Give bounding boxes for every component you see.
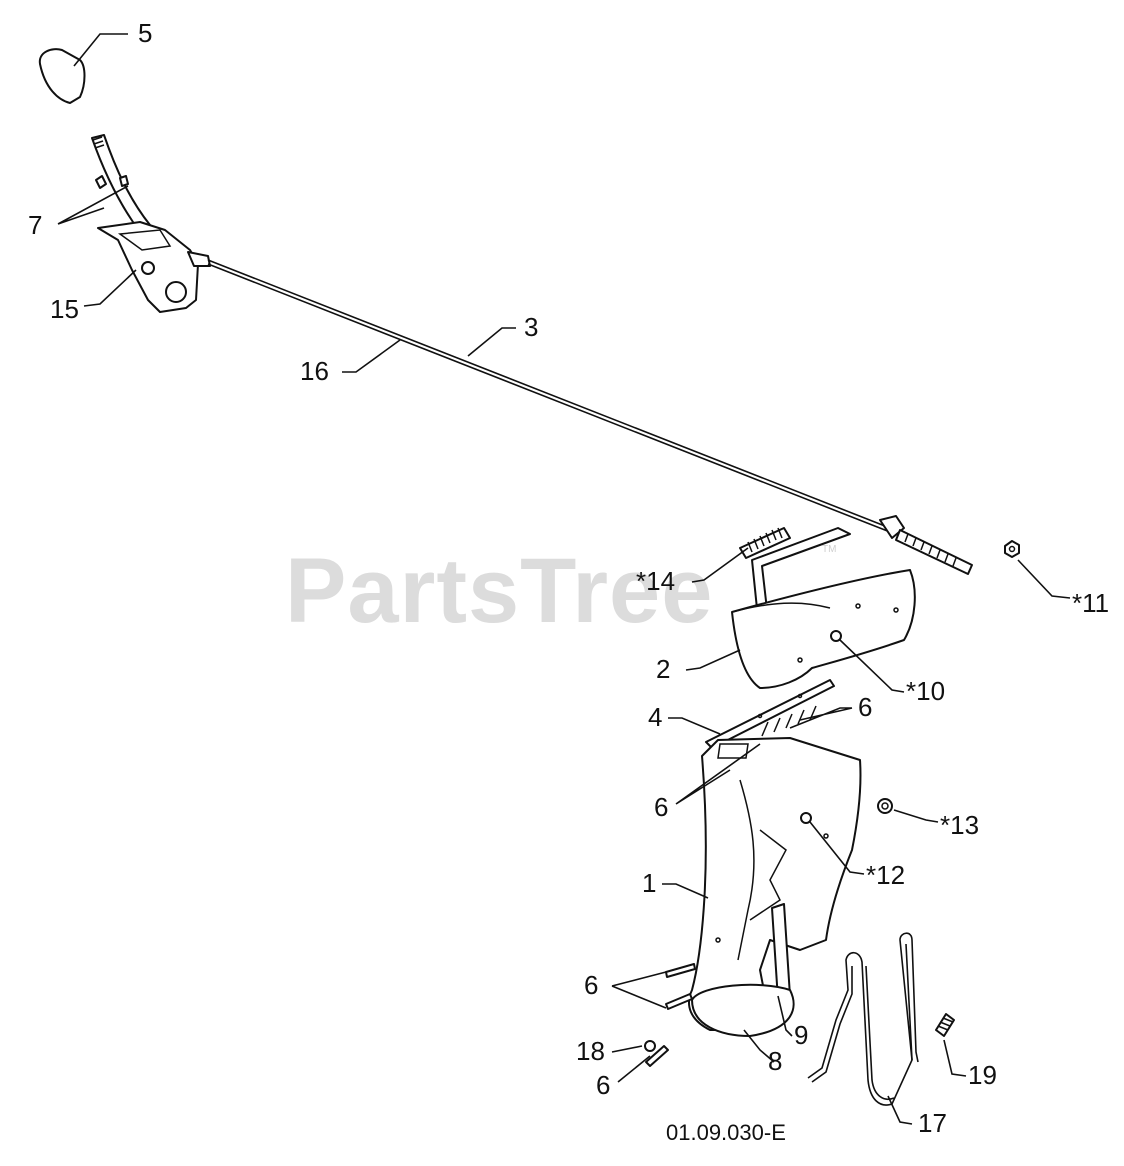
part-strip-4 [705,679,835,749]
callout-4: 4 [648,702,662,732]
callout-2: 2 [656,654,670,684]
drawing-code: 01.09.030-E [666,1120,786,1145]
callout-8: 8 [768,1046,782,1076]
part-nut-13 [877,798,893,814]
callout-12: *12 [866,860,905,890]
callout-6-top: 6 [858,692,872,722]
callout-18: 18 [576,1036,605,1066]
callout-11: *11 [1072,588,1109,618]
callout-6-bottom: 6 [596,1070,610,1100]
callout-6-bolts: 6 [584,970,598,1000]
callout-labels: 5 7 15 16 3 *11 *14 2 *10 4 6 6 *13 *12 … [28,18,1109,1138]
callout-14: *14 [636,566,675,596]
leader-lines [57,33,1071,1125]
part-knob [38,48,86,104]
callout-15: 15 [50,294,79,324]
callout-10: *10 [906,676,945,706]
callout-19: 19 [968,1060,997,1090]
part-nut-11 [1004,540,1020,558]
part-cable [207,259,973,575]
part-control-bracket [97,221,211,313]
watermark-text: PartsTree [285,540,713,642]
callout-5: 5 [138,18,152,48]
watermark: PartsTree TM [285,540,836,642]
part-spring-19 [935,1013,955,1037]
callout-1: 1 [642,868,656,898]
callout-13: *13 [940,810,979,840]
callout-6-left: 6 [654,792,668,822]
part-deflector [731,527,916,689]
callout-7: 7 [28,210,42,240]
part-spring-14 [739,527,791,559]
callout-16: 16 [300,356,329,386]
part-lever-shaft [91,134,151,233]
callout-17: 17 [918,1108,947,1138]
part-bolts-top [761,705,817,737]
callout-9: 9 [794,1020,808,1050]
callout-3: 3 [524,312,538,342]
part-chute [688,737,862,1037]
watermark-tm: TM [822,544,836,555]
part-lower-hardware [644,963,696,1067]
part-crank-17 [807,932,919,1106]
